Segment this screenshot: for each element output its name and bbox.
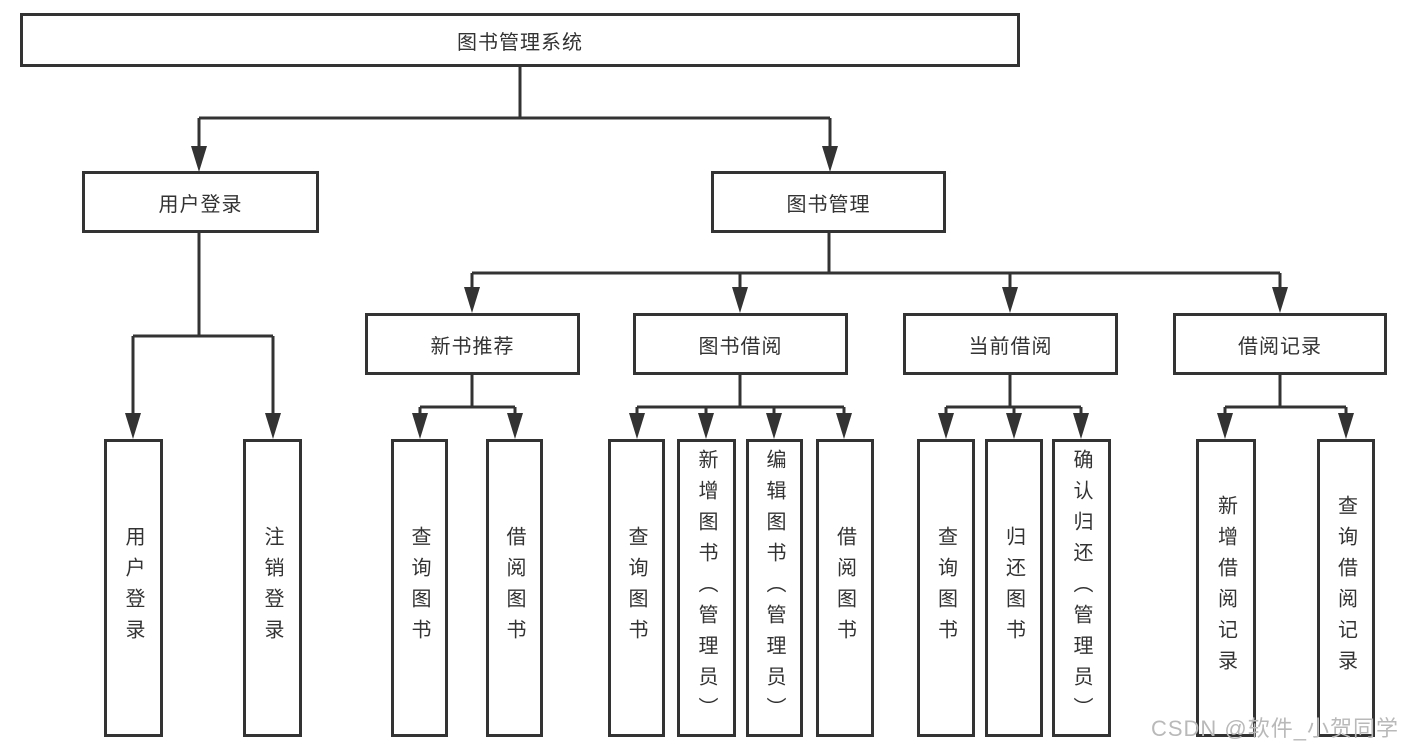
arrow-down-icon	[629, 413, 645, 439]
node-label: 借阅记录	[1238, 335, 1322, 358]
arrow-down-icon	[938, 413, 954, 439]
node-label: 新书推荐	[430, 335, 515, 358]
arrow-down-icon	[822, 146, 838, 172]
leaf-logout: 注销登录	[243, 439, 302, 737]
leaf-label: 查询图书	[408, 526, 430, 650]
leaf-edit-book-admin: 编辑图书（管理员）	[746, 439, 803, 737]
node-label: 当前借阅	[968, 335, 1053, 358]
node-label: 用户登录	[158, 193, 243, 216]
leaf-add-book-admin: 新增图书（管理员）	[677, 439, 736, 737]
leaf-user-login: 用户登录	[104, 439, 163, 737]
leaf-label: 归还图书	[1002, 526, 1025, 650]
arrow-down-icon	[125, 413, 141, 439]
leaf-label: 编辑图书（管理员）	[763, 448, 785, 728]
arrow-down-icon	[732, 287, 748, 313]
arrow-down-icon	[1002, 287, 1018, 313]
arrow-down-icon	[1217, 413, 1233, 439]
leaf-label: 借阅图书	[833, 526, 856, 650]
leaf-label: 用户登录	[122, 526, 144, 650]
leaf-confirm-return-admin: 确认归还（管理员）	[1052, 439, 1111, 737]
node-new-book-recommend: 新书推荐	[365, 313, 580, 375]
leaf-label: 新增图书（管理员）	[695, 448, 717, 728]
node-book-management: 图书管理	[711, 171, 946, 233]
leaf-label: 借阅图书	[503, 526, 525, 650]
arrow-down-icon	[191, 146, 207, 172]
node-label: 图书管理系统	[457, 31, 583, 54]
arrow-down-icon	[507, 413, 523, 439]
arrow-down-icon	[836, 413, 852, 439]
leaf-label: 确认归还（管理员）	[1070, 448, 1092, 728]
node-book-borrow: 图书借阅	[633, 313, 848, 375]
node-current-borrow: 当前借阅	[903, 313, 1118, 375]
arrow-down-icon	[412, 413, 428, 439]
arrowheads	[125, 146, 1354, 439]
arrow-down-icon	[1272, 287, 1288, 313]
node-root-system: 图书管理系统	[20, 13, 1020, 67]
arrow-down-icon	[265, 413, 281, 439]
leaf-label: 查询图书	[934, 526, 957, 650]
leaf-label: 新增借阅记录	[1214, 495, 1237, 681]
leaf-query-books-borrow: 查询图书	[608, 439, 665, 737]
leaf-return-book: 归还图书	[985, 439, 1043, 737]
node-label: 图书借阅	[698, 335, 783, 358]
leaf-query-borrow-record: 查询借阅记录	[1317, 439, 1375, 737]
leaf-borrow-books-recommend: 借阅图书	[486, 439, 543, 737]
connector-paths	[131, 67, 1348, 415]
node-label: 图书管理	[786, 193, 871, 216]
leaf-label: 查询图书	[625, 526, 647, 650]
arrow-down-icon	[766, 413, 782, 439]
node-borrow-records: 借阅记录	[1173, 313, 1387, 375]
csdn-watermark: CSDN @软件_小贺同学	[1150, 716, 1399, 741]
leaf-label: 注销登录	[261, 526, 283, 650]
arrow-down-icon	[1073, 413, 1089, 439]
leaf-label: 查询借阅记录	[1334, 495, 1357, 681]
leaf-borrow-books: 借阅图书	[816, 439, 874, 737]
arrow-down-icon	[464, 287, 480, 313]
leaf-query-books-recommend: 查询图书	[391, 439, 448, 737]
leaf-query-books-current: 查询图书	[917, 439, 975, 737]
arrow-down-icon	[1338, 413, 1354, 439]
node-user-login: 用户登录	[82, 171, 319, 233]
arrow-down-icon	[698, 413, 714, 439]
arrow-down-icon	[1006, 413, 1022, 439]
leaf-add-borrow-record: 新增借阅记录	[1196, 439, 1256, 737]
